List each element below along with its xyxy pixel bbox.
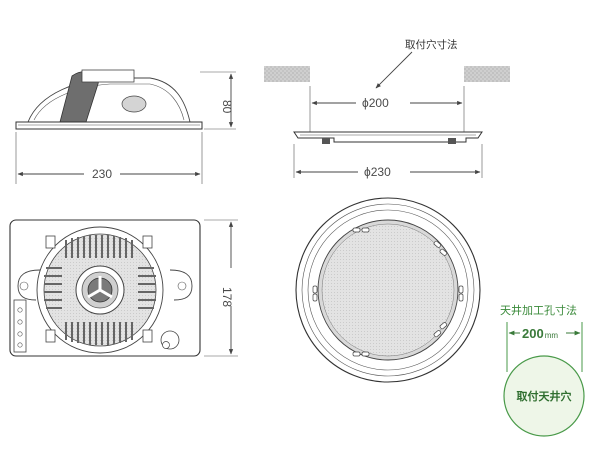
ceiling-section: [264, 66, 510, 132]
side-view: [15, 69, 203, 130]
mount-hole-dimension-label: 取付穴寸法: [405, 38, 458, 51]
side-height-label: 80: [220, 100, 234, 114]
ceiling-cut-unit: mm: [545, 331, 559, 340]
flange-section: [293, 131, 483, 144]
mount-hole-label: 取付天井穴: [517, 389, 572, 403]
front-view: [9, 219, 201, 357]
front-height-label: 178: [220, 287, 234, 307]
side-height-dimension: 80: [200, 71, 236, 130]
mount-hole-circle: [503, 355, 585, 437]
ceiling-cut-value: 200: [522, 326, 544, 341]
grille-bars: [44, 235, 156, 345]
front-height-dimension: 178: [204, 219, 238, 357]
cutout-diameter-label: ϕ200: [362, 96, 389, 110]
flange-diameter-label: ϕ230: [364, 165, 391, 179]
side-width-label: 230: [92, 167, 112, 181]
ceiling-cutout-spec: 天井加工孔寸法 200mm 取付天井穴: [500, 303, 585, 437]
cutout-diameter-dimension: ϕ200: [311, 96, 463, 110]
flange-diameter-dimension: ϕ230: [293, 144, 483, 179]
ceiling-cut-title: 天井加工孔寸法: [500, 303, 577, 317]
mount-hole-callout: 取付穴寸法: [375, 38, 458, 89]
side-width-dimension: 230: [15, 132, 203, 184]
grille-clip-slots: [312, 227, 464, 357]
ceiling-cut-dimension: 200mm: [522, 326, 558, 341]
grille-front-view: [295, 197, 481, 383]
